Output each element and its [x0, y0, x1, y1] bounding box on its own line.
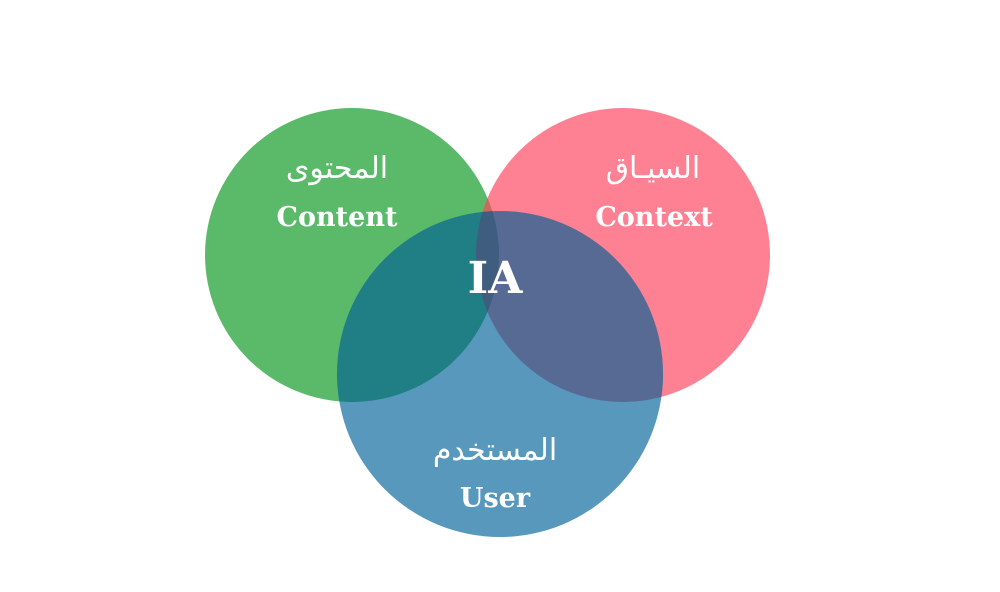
content-label-arabic: المحتوى: [286, 151, 388, 186]
user-label-english: User: [460, 483, 531, 514]
user-label-arabic: المستخدم: [433, 433, 557, 468]
context-label-arabic: السيـاق: [606, 151, 701, 186]
center-label: IA: [468, 253, 524, 304]
content-label-english: Content: [277, 202, 398, 233]
context-label-english: Context: [595, 202, 713, 233]
content-user-overlap: [337, 211, 499, 402]
